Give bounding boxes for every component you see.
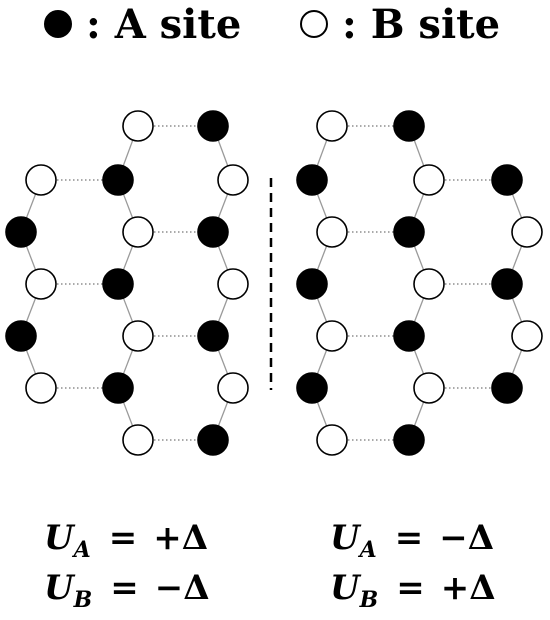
legend-b-site: : B site xyxy=(300,0,500,48)
b-site-circle xyxy=(122,320,154,352)
b-site-circle xyxy=(316,320,348,352)
b-site-circle xyxy=(25,268,57,300)
legend-b-label: : B site xyxy=(342,0,501,48)
b-site-circle xyxy=(217,268,249,300)
a-site-circle xyxy=(296,372,328,404)
eq-operator: = xyxy=(108,518,138,558)
lattice-bonds xyxy=(20,125,528,441)
b-site-circle xyxy=(25,164,57,196)
a-site-circle xyxy=(393,110,425,142)
a-site-circle xyxy=(5,320,37,352)
honeycomb-lattice-diagram xyxy=(5,110,543,456)
b-site-circle xyxy=(25,372,57,404)
eq-operator: = xyxy=(396,568,425,608)
lattice-sites xyxy=(5,110,543,456)
b-site-circle xyxy=(511,216,543,248)
eq-var: U xyxy=(330,518,360,558)
a-site-circle xyxy=(102,372,134,404)
a-site-circle xyxy=(5,216,37,248)
filled-circle-icon xyxy=(44,10,72,38)
b-site-circle xyxy=(122,216,154,248)
b-site-circle xyxy=(316,216,348,248)
eq-var: U xyxy=(44,518,74,558)
b-site-circle xyxy=(122,110,154,142)
b-site-circle xyxy=(413,372,445,404)
a-site-circle xyxy=(393,424,425,456)
b-site-circle xyxy=(413,164,445,196)
b-site-circle xyxy=(217,372,249,404)
b-site-circle xyxy=(316,110,348,142)
eq-subscript: B xyxy=(73,587,93,613)
eq-subscript: B xyxy=(359,587,379,613)
b-site-circle xyxy=(413,268,445,300)
a-site-circle xyxy=(102,164,134,196)
eq-value: −Δ xyxy=(439,518,495,558)
a-site-circle xyxy=(197,110,229,142)
eq-value: +Δ xyxy=(440,568,496,608)
a-site-circle xyxy=(491,268,523,300)
a-site-circle xyxy=(296,164,328,196)
a-site-circle xyxy=(491,372,523,404)
a-site-circle xyxy=(393,320,425,352)
eq-value: +Δ xyxy=(153,518,209,558)
legend-a-site: : A site xyxy=(44,0,241,48)
b-site-circle xyxy=(511,320,543,352)
eq-operator: = xyxy=(394,518,424,558)
eq-var: U xyxy=(330,568,360,608)
a-site-circle xyxy=(102,268,134,300)
eq-operator: = xyxy=(110,568,139,608)
b-site-circle xyxy=(316,424,348,456)
a-site-circle xyxy=(296,268,328,300)
a-site-circle xyxy=(197,320,229,352)
a-site-circle xyxy=(393,216,425,248)
b-site-circle xyxy=(122,424,154,456)
a-site-circle xyxy=(491,164,523,196)
eq-subscript: A xyxy=(359,537,377,563)
eq-var: U xyxy=(44,568,74,608)
eq-subscript: A xyxy=(73,537,91,563)
b-site-circle xyxy=(217,164,249,196)
eq-value: −Δ xyxy=(154,568,210,608)
legend-a-label: : A site xyxy=(86,0,242,48)
open-circle-icon xyxy=(300,10,328,38)
a-site-circle xyxy=(197,424,229,456)
a-site-circle xyxy=(197,216,229,248)
